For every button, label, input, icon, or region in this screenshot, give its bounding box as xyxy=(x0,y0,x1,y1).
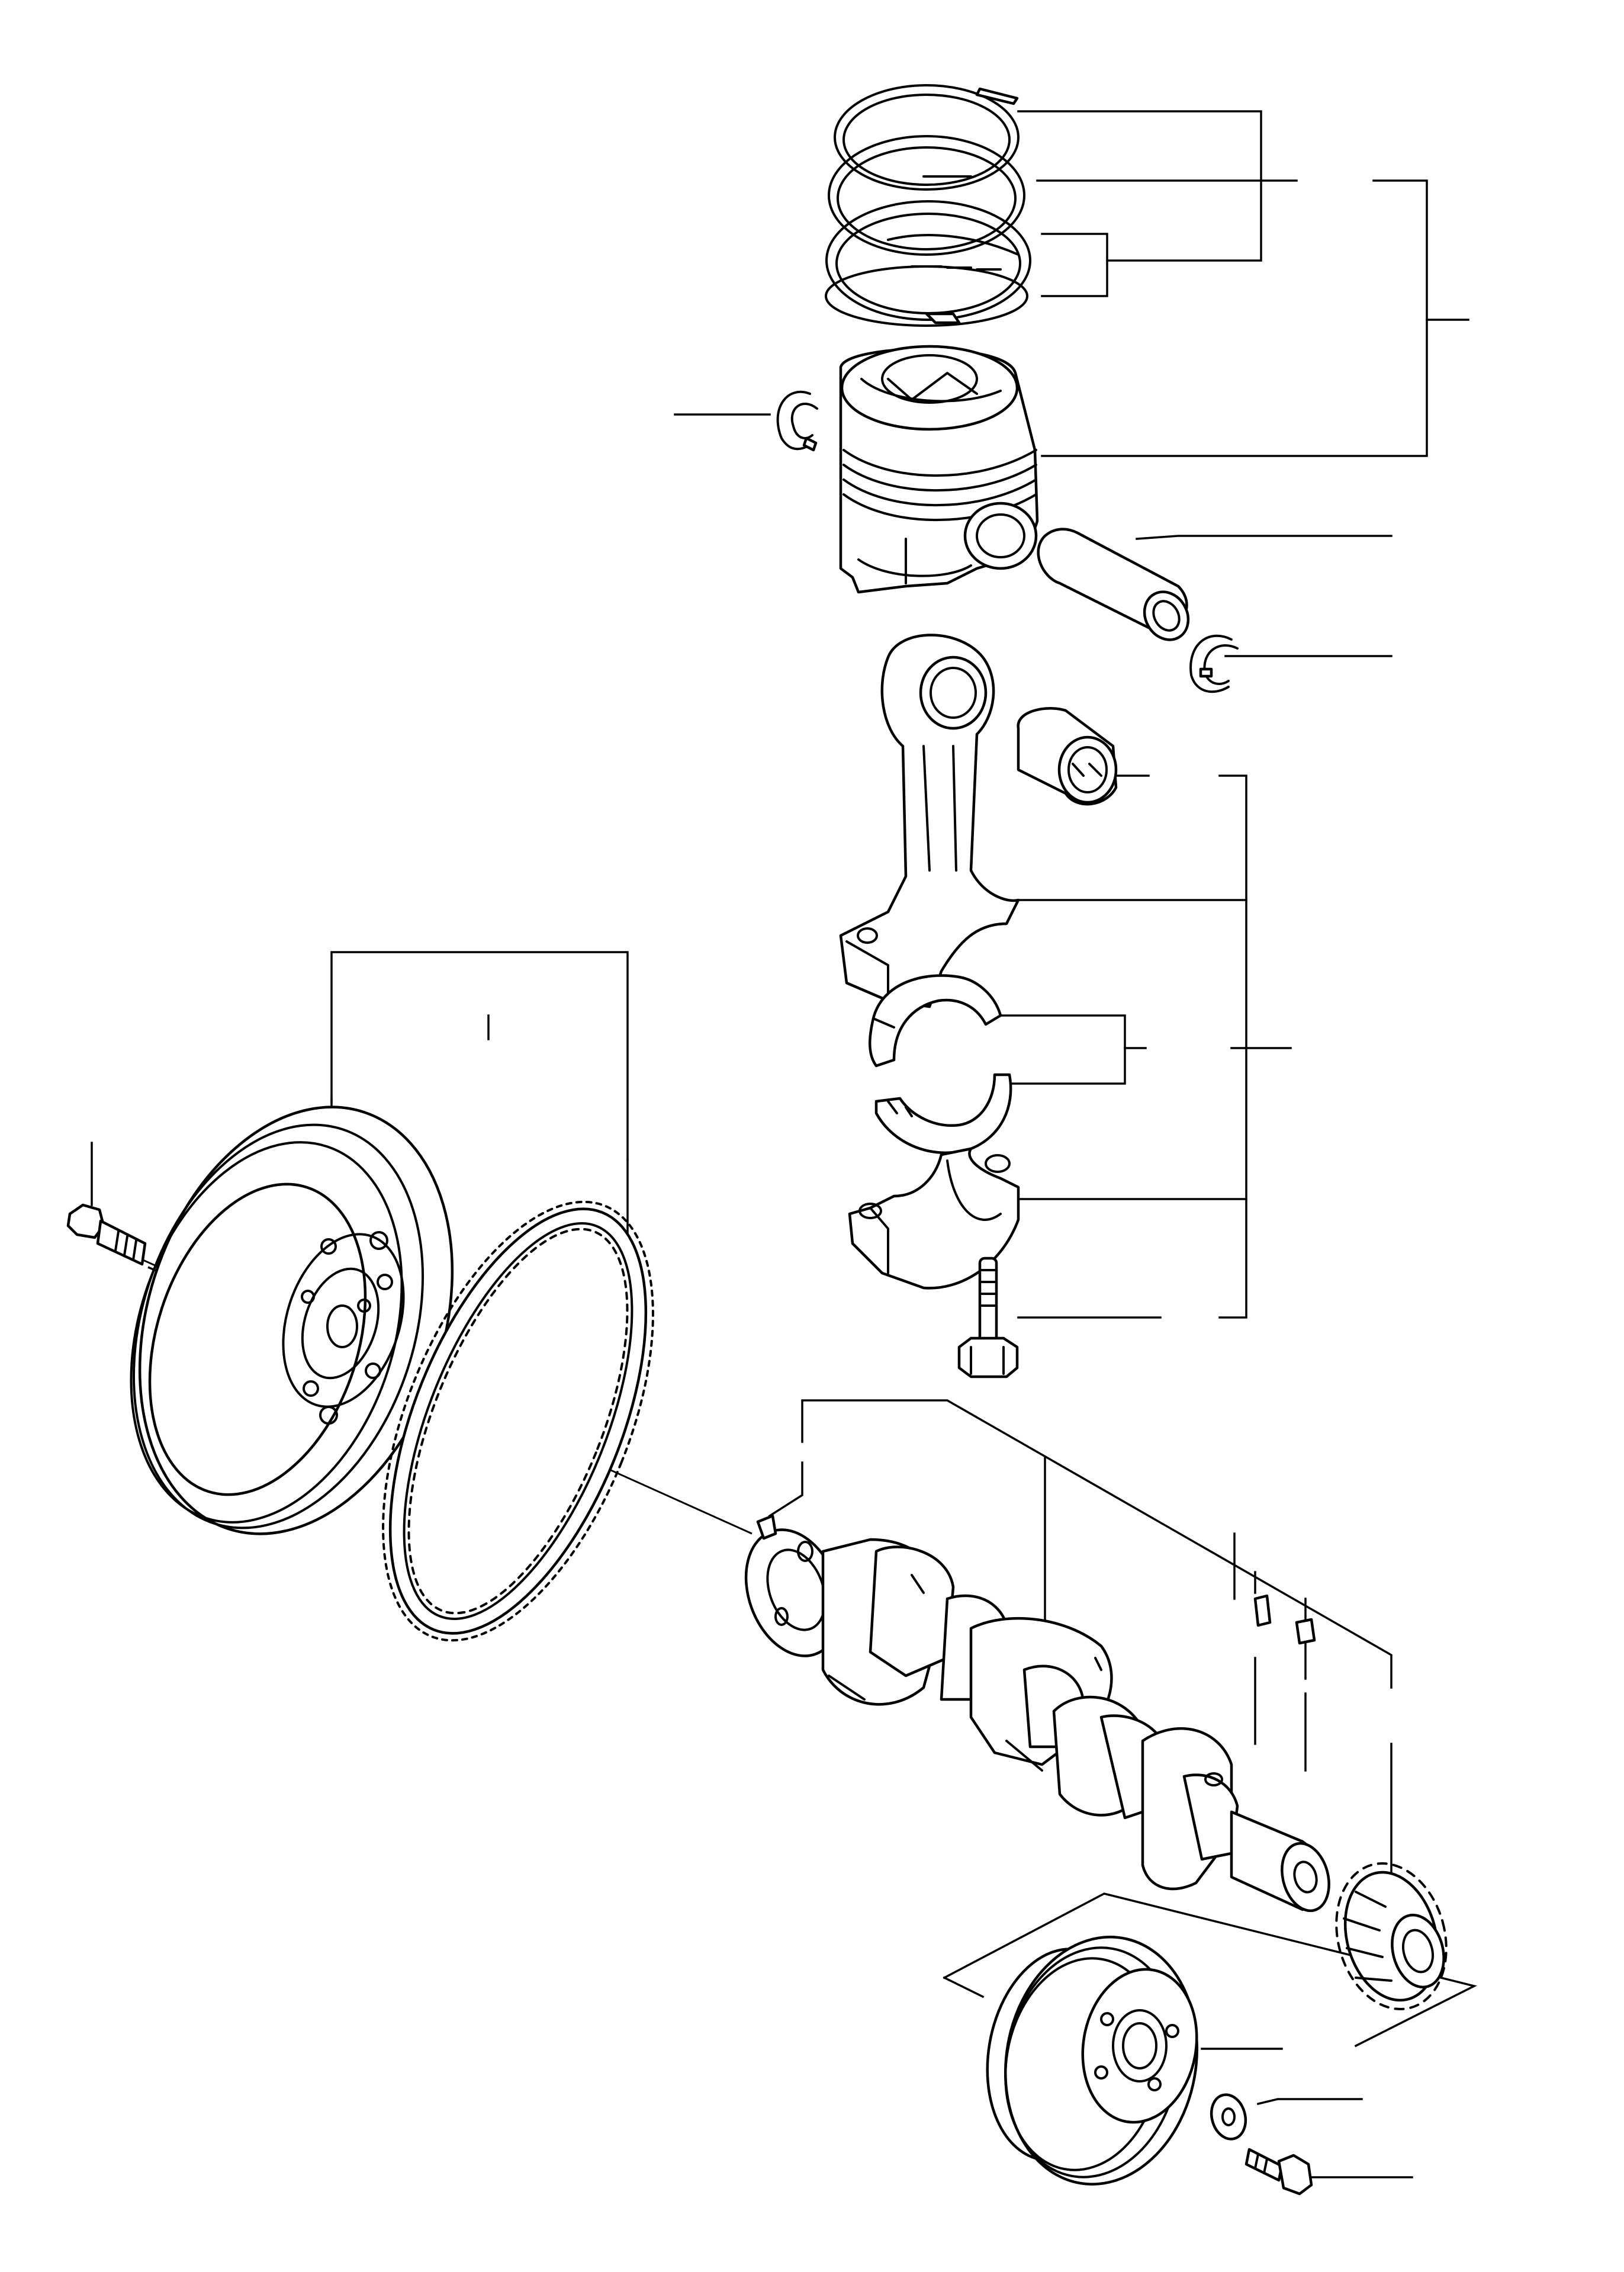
callout-ring-top xyxy=(1017,110,1262,262)
connecting-rod-bearing-lower xyxy=(874,1073,1012,1154)
small-end-bushing xyxy=(1017,707,1118,806)
flywheel-bolt xyxy=(66,1203,147,1266)
connecting-rod-bolt xyxy=(957,1256,1019,1378)
bracket-piston-assembly xyxy=(1041,179,1428,457)
callout-lines xyxy=(91,110,1477,2178)
ring-gear xyxy=(382,1200,654,1642)
crankshaft-key-b xyxy=(1295,1618,1316,1645)
piston-pin-snap-ring-left xyxy=(776,390,818,452)
callout-pulley-left xyxy=(943,1976,985,1998)
piston-ring-top xyxy=(834,84,1020,191)
bracket-pulley xyxy=(943,1892,1477,2048)
connecting-rod xyxy=(839,634,1020,1008)
flywheel xyxy=(130,1106,454,1535)
connecting-rod-bearing-upper xyxy=(869,974,1002,1068)
piston-rings xyxy=(825,84,1031,327)
callout-ring-oil xyxy=(1041,233,1108,297)
bracket-crankshaft xyxy=(801,1399,1393,1689)
crankshaft-key-a xyxy=(1253,1594,1272,1627)
crankshaft-timing-gear xyxy=(1335,1862,1448,2010)
crankshaft xyxy=(744,1528,1330,1913)
connecting-rod-cap xyxy=(848,1147,1020,1290)
piston-pin-snap-ring-right xyxy=(1189,634,1239,693)
piston-ring-oil xyxy=(825,200,1031,327)
crankshaft-pulley xyxy=(986,1936,1198,2186)
crankshaft-pilot-pin xyxy=(756,1514,777,1540)
bracket-rod-assembly xyxy=(1218,775,1247,1319)
piston-ring-second xyxy=(828,135,1025,256)
callout-crank-pilot xyxy=(768,1461,803,1518)
pulley-bolt xyxy=(1244,2148,1313,2196)
piston-pin xyxy=(1037,528,1190,641)
bracket-flywheel xyxy=(330,951,629,1161)
piston xyxy=(839,345,1039,594)
callout-pulley-washer xyxy=(1256,2098,1363,2106)
callout-bearing-upper xyxy=(999,1014,1126,1085)
callout-piston-pin xyxy=(1136,535,1393,540)
pulley-washer xyxy=(1210,2093,1247,2141)
